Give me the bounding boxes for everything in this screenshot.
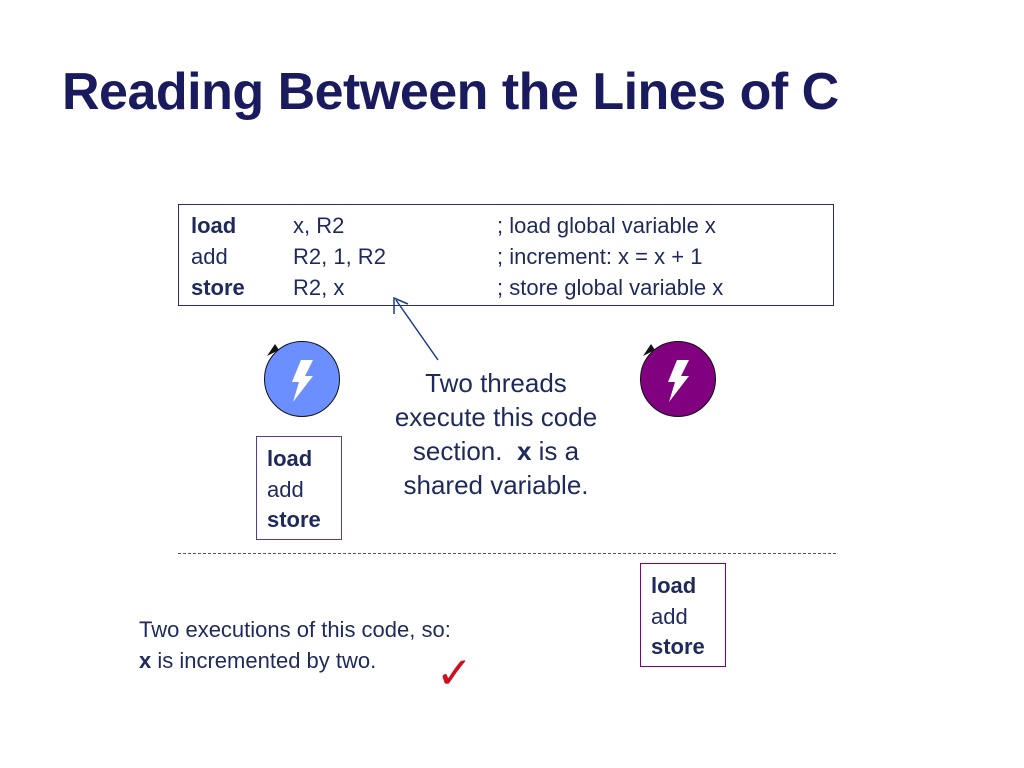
code-op: store [191, 275, 245, 300]
conclusion-text-rest: is incremented by two. [151, 648, 377, 673]
code-listing: load x, R2 ; load global variable x add … [178, 204, 834, 306]
caption-line: Two threads [425, 368, 567, 398]
thread-right-icon [640, 341, 716, 417]
code-args: x, R2 [293, 213, 345, 238]
code-op: add [191, 244, 228, 269]
thread-left-icon [264, 341, 340, 417]
seq-add: add [267, 477, 304, 502]
code-op: load [191, 213, 237, 238]
seq-store: store [651, 634, 705, 659]
slide-title: Reading Between the Lines of C [62, 63, 839, 121]
caption-text: section. [412, 436, 517, 466]
thread-right-sequence: load add store [640, 563, 726, 667]
thread-left-sequence: load add store [256, 436, 342, 540]
code-comment: ; increment: x = x + 1 [497, 244, 703, 269]
shared-variable: x [139, 648, 152, 673]
seq-load: load [651, 573, 697, 598]
rotation-arrow-icon [643, 344, 655, 356]
conclusion-text: Two executions of this code, so: x is in… [139, 614, 451, 676]
pointer-arrow [393, 296, 439, 361]
timeline-divider [178, 553, 836, 554]
caption-line: section. x is a [376, 434, 616, 468]
conclusion-line: Two executions of this code, so: [139, 617, 451, 642]
threads-caption: Two threads execute this code section. x… [376, 366, 616, 502]
lightning-icon [668, 360, 689, 402]
lightning-icon [292, 360, 313, 402]
caption-text: is a [531, 436, 580, 466]
seq-store: store [267, 507, 321, 532]
code-comment: ; load global variable x [497, 213, 716, 238]
checkmark-icon: ✓ [436, 648, 473, 699]
code-args: R2, x [293, 275, 345, 300]
seq-add: add [651, 604, 688, 629]
conclusion-line: x is incremented by two. [139, 645, 451, 676]
code-comment: ; store global variable x [497, 275, 724, 300]
rotation-arrow-icon [267, 344, 279, 356]
shared-variable: x [516, 436, 532, 466]
code-args: R2, 1, R2 [293, 244, 386, 269]
caption-line: shared variable. [403, 470, 589, 500]
seq-load: load [267, 446, 313, 471]
caption-line: execute this code [394, 402, 598, 432]
